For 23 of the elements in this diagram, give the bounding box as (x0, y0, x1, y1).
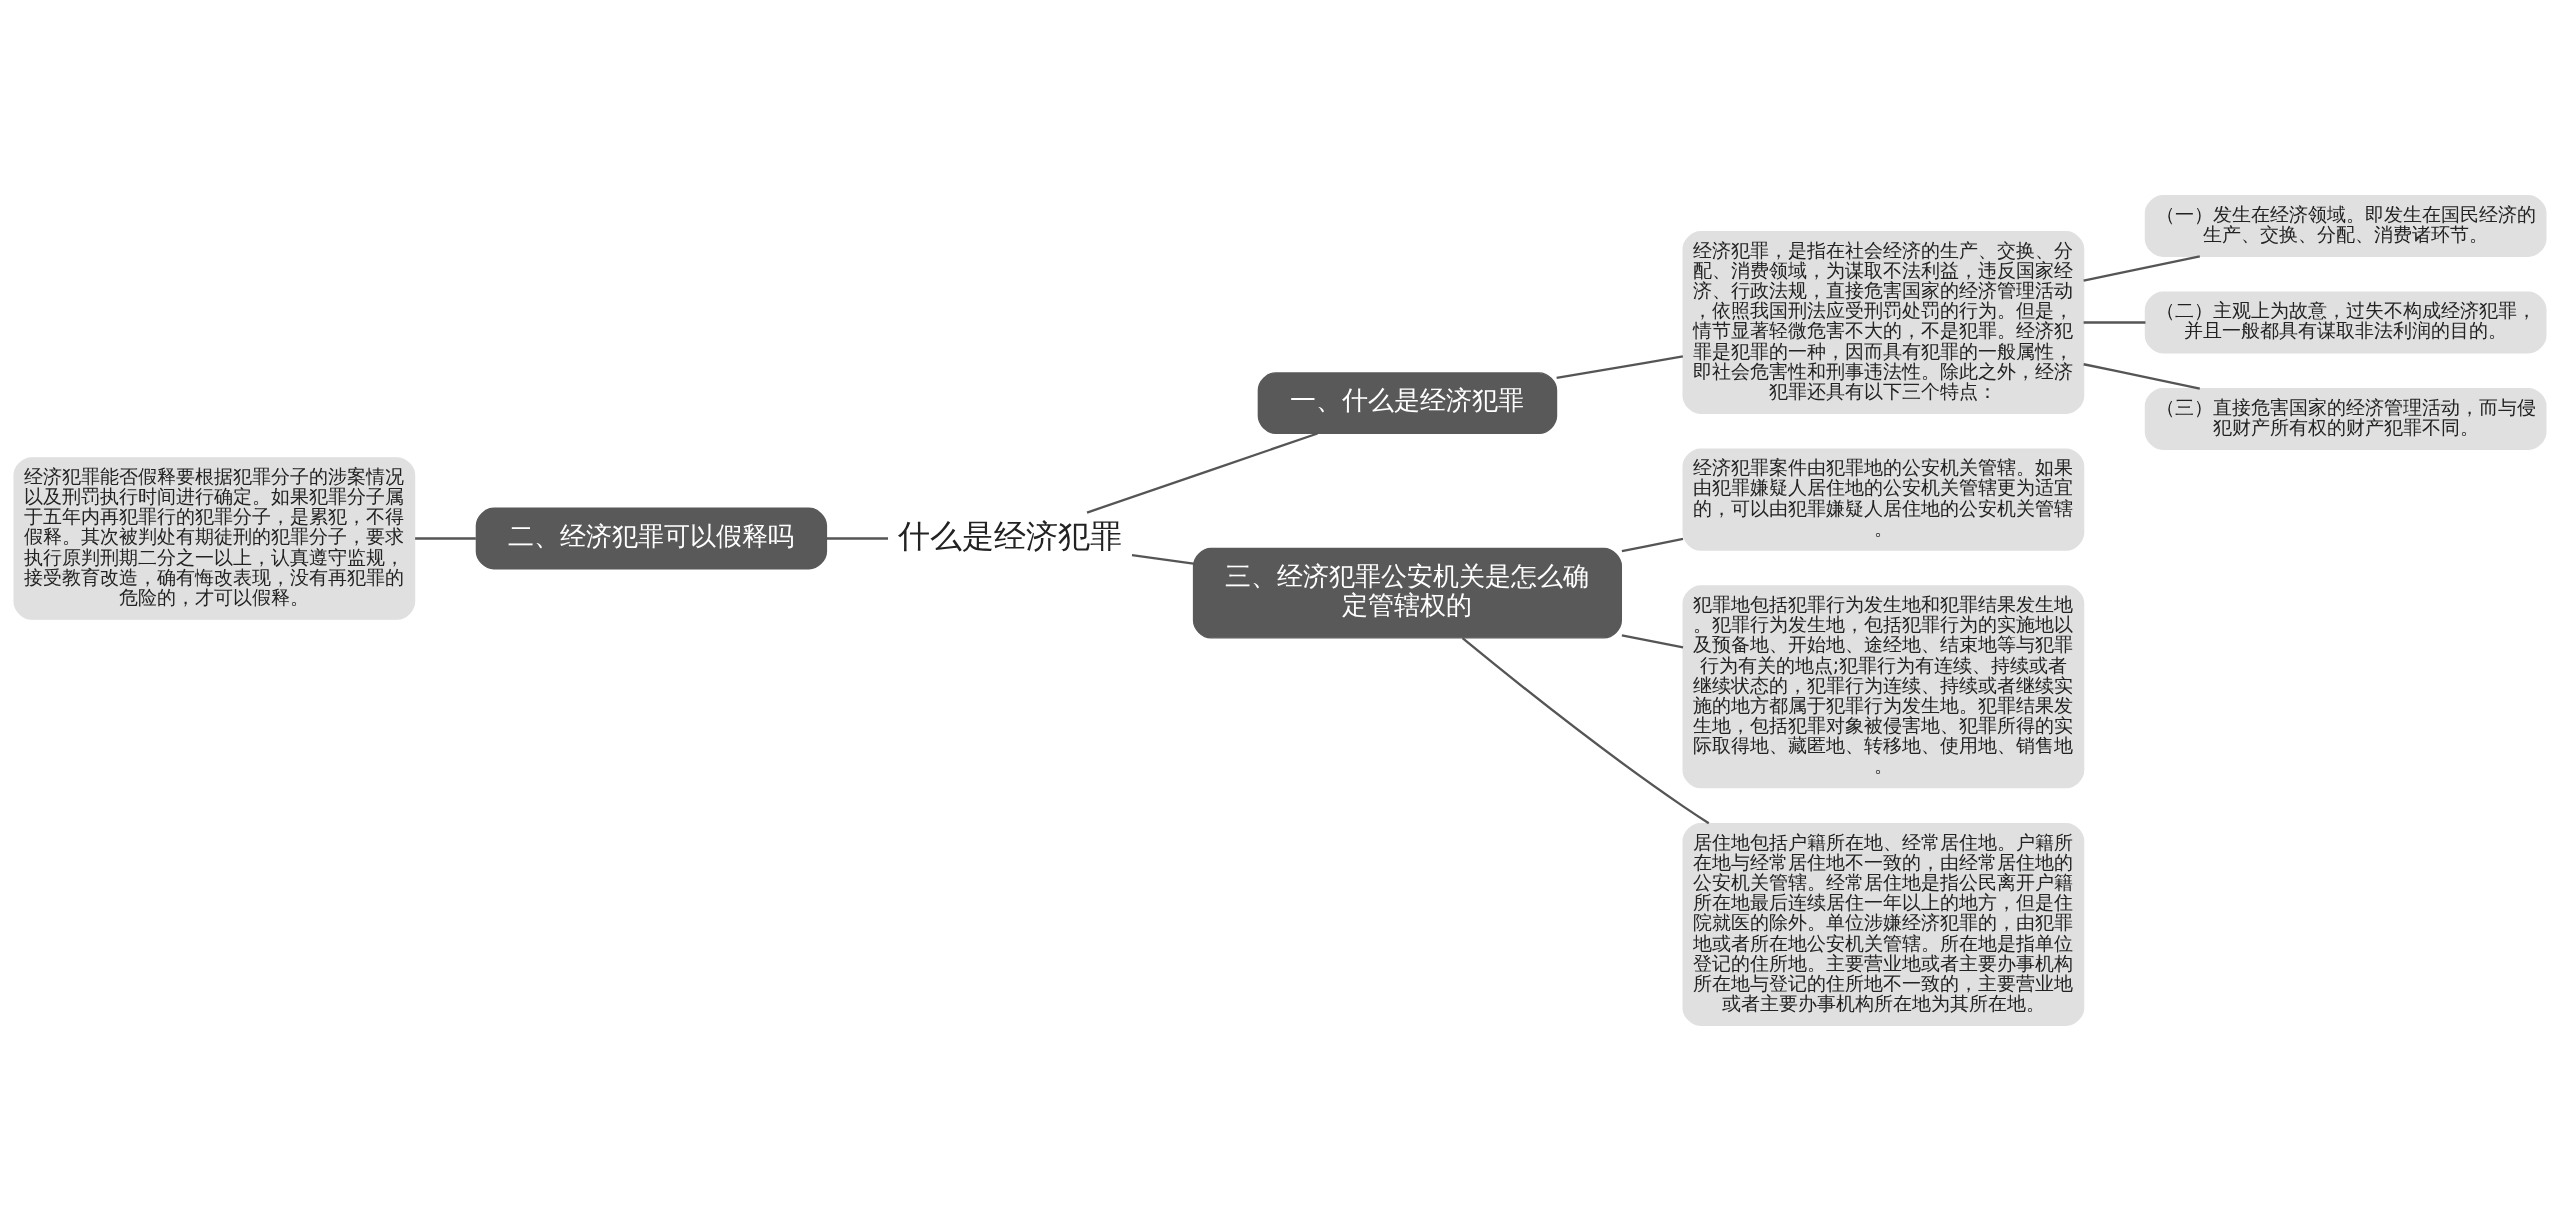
node-box: 三、经济犯罪公安机关是怎么确定管辖权的 (1192, 547, 1622, 639)
connector (1131, 553, 1194, 565)
connector (415, 536, 476, 540)
node-box: 二、经济犯罪可以假释吗 (475, 507, 828, 569)
connector (2083, 362, 2201, 390)
connector (1621, 537, 1684, 552)
node-box: 犯罪地包括犯罪行为发生地和犯罪结果发生地。犯罪行为发生地，包括犯罪行为的实施地以及预备地、开始地、途经地、结束地等与犯罪行为有关的地点;犯罪行为有连续、持续或者继续状态的，犯罪行为连续、持续或者继续实施的地方都属于犯罪行为发生地。犯罪结果发生地，包括犯罪对象被侵害地、犯罪所得的实际取得地、藏匿地、转移地、使用地、销售地。 (1682, 584, 2085, 788)
node-box: 经济犯罪，是指在社会经济的生产、交换、分配、消费领域，为谋取不法利益，违反国家经济、行政法规，直接危害国家的经济管理活动，依照我国刑法应受刑罚处罚的行为。但是，情节显著轻微危害不大的，不是犯罪。经济犯罪是犯罪的一种，因而具有犯罪的一般属性，即社会危害性和刑事违法性。除此之外，经济犯罪还具有以下三个特点： (1682, 230, 2085, 414)
connector (1556, 354, 1684, 379)
node-box: （一）发生在经济领域。即发生在国民经济的生产、交换、分配、消费诸环节。 (2144, 194, 2547, 257)
node-box: 居住地包括户籍所在地、经常居住地。户籍所在地与经常居住地不一致的，由经常居住地的公安机关管辖。经常居住地是指公民离开户籍所在地最后连续居住一年以上的地方，但是住院就医的除外。单位涉嫌经济犯罪的，由犯罪地或者所在地公安机关管辖。所在地是指单位登记的住所地。主要营业地或者主要办事机构所在地与登记的住所地不一致的，主要营业地或者主要办事机构所在地为其所在地。 (1682, 822, 2085, 1026)
node-text: 什么是经济犯罪 (897, 517, 1122, 554)
node-box: 一、什么是经济犯罪 (1257, 371, 1558, 434)
node-box: （三）直接危害国家的经济管理活动，而与侵犯财产所有权的财产犯罪不同。 (2144, 387, 2547, 450)
connector (826, 536, 889, 540)
connector (2083, 254, 2201, 282)
node-box: 经济犯罪能否假释要根据犯罪分子的涉案情况以及刑罚执行时间进行确定。如果犯罪分子属于五年内再犯罪行的犯罪分子，是累犯，不得假释。其次被判处有期徒刑的犯罪分子，要求执行原判刑期二分之一以上，认真遵守监规，接受教育改造，确有悔改表现，没有再犯罪的危险的，才可以假释。 (13, 456, 416, 620)
connector (1086, 431, 1318, 514)
connector (1621, 633, 1684, 649)
node-box: 经济犯罪案件由犯罪地的公安机关管辖。如果由犯罪嫌疑人居住地的公安机关管辖更为适宜的，可以由犯罪嫌疑人居住地的公安机关管辖。 (1682, 448, 2085, 551)
connector (1461, 636, 1710, 824)
connector (2083, 320, 2146, 324)
node-box: （二）主观上为故意，过失不构成经济犯罪，并且一般都具有谋取非法利润的目的。 (2144, 291, 2547, 353)
